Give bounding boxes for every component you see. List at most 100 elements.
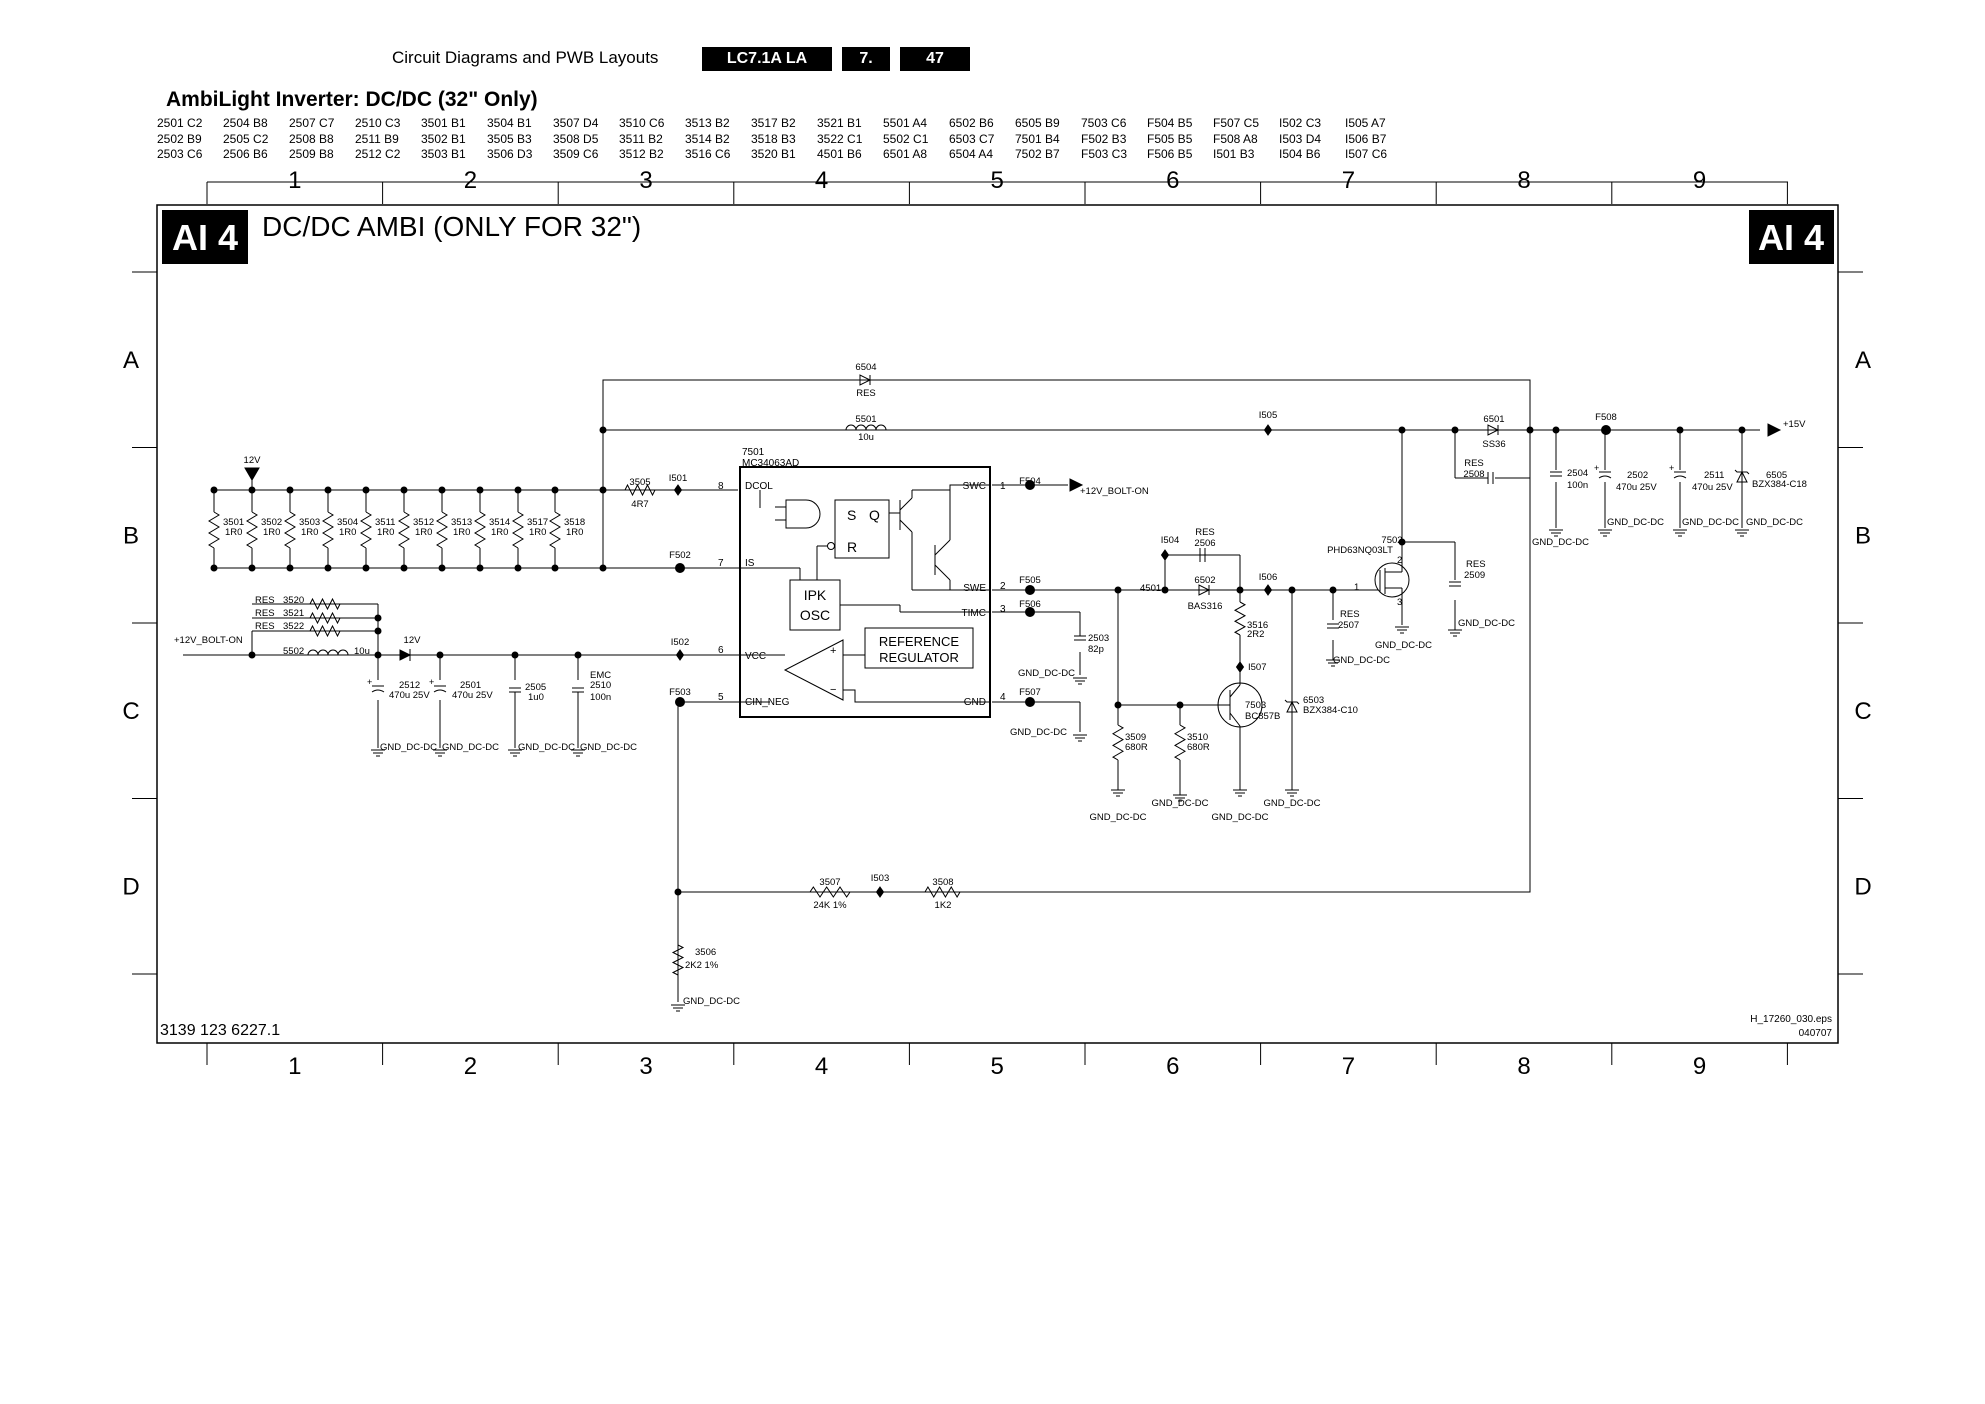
c2512-ref: 2512 xyxy=(399,680,420,691)
file-name: H_17260_030.eps xyxy=(1750,1014,1832,1025)
resistor-3507-icon xyxy=(809,886,851,898)
res2509-ref: RES xyxy=(1466,559,1486,570)
junction-dot xyxy=(1329,586,1337,594)
gnd-label-2504: GND_DC-DC xyxy=(1532,537,1589,548)
resistor-3520-icon xyxy=(309,597,341,611)
shunt-resistor-icon xyxy=(512,511,524,549)
xref-entry: I506 B7 xyxy=(1345,131,1387,146)
pin-2: 2 xyxy=(1000,581,1006,592)
shunt-ref: 3512 xyxy=(413,517,434,528)
r3509-ref: 3509 xyxy=(1125,732,1146,743)
ic-ref: 7501 xyxy=(742,447,765,458)
shunt-resistor-icon xyxy=(360,511,372,549)
shunt-value: 1R0 xyxy=(377,527,394,538)
pin-6: 6 xyxy=(718,645,724,656)
gnd-label-3506: GND_DC-DC xyxy=(683,996,740,1007)
cap-2502-icon xyxy=(1598,475,1612,479)
r3505-value: 4R7 xyxy=(631,499,648,510)
junction-dot xyxy=(599,426,607,434)
resistor-3521-icon xyxy=(309,611,341,625)
r3508-ref: 3508 xyxy=(932,877,953,888)
f507-point xyxy=(1025,697,1035,707)
latch-s: S xyxy=(847,507,856,523)
junction-dot xyxy=(1676,426,1684,434)
shunt-ref: 3513 xyxy=(451,517,472,528)
d6501-value: SS36 xyxy=(1482,439,1505,450)
gnd-label-timc: GND_DC-DC xyxy=(1018,668,1075,679)
l5502-ref: 5502 xyxy=(283,646,304,657)
d6503-value: BZX384-C10 xyxy=(1303,705,1358,716)
diode-vcc-icon xyxy=(399,649,412,661)
shunt-resistor-icon xyxy=(284,511,296,549)
q7502-value: PHD63NQ03LT xyxy=(1327,545,1393,556)
r3507-ref: 3507 xyxy=(819,877,840,888)
i503-point xyxy=(875,886,885,898)
junction-dot xyxy=(674,888,682,896)
gnd-label-3510: GND_DC-DC xyxy=(1152,798,1209,809)
shunt-resistor-icon xyxy=(398,511,410,549)
q7502-ref: 7502 xyxy=(1381,535,1402,546)
c2501-ref: 2501 xyxy=(460,680,481,691)
resistor-3506-icon xyxy=(671,944,685,976)
osc-label-1: IPK xyxy=(804,587,827,603)
res3521-value: 3521 xyxy=(283,608,304,619)
xref-entry: 2508 B8 xyxy=(289,131,334,146)
xref-entry: I505 A7 xyxy=(1345,116,1386,130)
c2505-value: 1u0 xyxy=(528,692,544,703)
c2510-ref: EMC xyxy=(590,670,611,681)
grid-column-label: 8 xyxy=(1517,167,1530,194)
shunt-resistor-icon xyxy=(436,511,448,549)
c2505-ref: 2505 xyxy=(525,682,546,693)
xref-entry: 3506 D3 xyxy=(487,147,533,161)
pin-dcol: DCOL xyxy=(745,481,773,492)
grid-column-label: 3 xyxy=(639,1053,652,1080)
badge-right-label: AI 4 xyxy=(1758,217,1824,258)
shunt-resistor-icon xyxy=(208,511,220,549)
xref-entry: 3503 B1 xyxy=(421,147,466,161)
xref-entry: F502 B3 xyxy=(1081,131,1127,146)
xref-entry: 3522 C1 xyxy=(817,131,863,146)
gnd-label-2501: GND_DC-DC xyxy=(442,742,499,753)
r3509-value: 680R xyxy=(1125,742,1148,753)
pin-7: 7 xyxy=(718,558,724,569)
gnd-label-2512: GND_DC-DC xyxy=(380,742,437,753)
junction-dot xyxy=(1114,586,1122,594)
xref-entry: 3501 B1 xyxy=(421,116,466,130)
ic-7501 xyxy=(735,466,991,718)
shunt-ref: 3503 xyxy=(299,517,320,528)
grid-column-label: 2 xyxy=(464,167,477,194)
i505-label: I505 xyxy=(1259,410,1278,421)
zener-6503-icon xyxy=(1286,700,1298,713)
c2511-value: 470u 25V xyxy=(1692,482,1733,493)
input-arrow-icon xyxy=(1069,478,1084,492)
bolt-on-label-left: +12V_BOLT-ON xyxy=(174,635,243,646)
grid-row-label: C xyxy=(122,698,139,725)
c2501-value: 470u 25V xyxy=(452,690,493,701)
junction-dot xyxy=(374,651,382,659)
xref-entry: 3505 B3 xyxy=(487,131,532,146)
l5501-ref: 5501 xyxy=(855,414,876,425)
f502-point xyxy=(675,563,685,573)
xref-entry: 7501 B4 xyxy=(1015,131,1060,146)
diagram-title: DC/DC AMBI (ONLY FOR 32") xyxy=(262,211,641,242)
junction-dot xyxy=(374,627,382,635)
r3508-value: 1K2 xyxy=(935,900,952,911)
res3522-value: 3522 xyxy=(283,621,304,632)
gnd-label-icgnd: GND_DC-DC xyxy=(1010,727,1067,738)
pin-is: IS xyxy=(745,558,755,569)
junction-dot xyxy=(1176,701,1184,709)
q7502-pin3: 3 xyxy=(1397,597,1402,608)
res3520-value: 3520 xyxy=(283,595,304,606)
shunt-ref: 3511 xyxy=(375,517,395,528)
v12-label-vcc: 12V xyxy=(404,635,422,646)
grid-column-label: 6 xyxy=(1166,1053,1179,1080)
v15-label: +15V xyxy=(1783,419,1806,430)
grid-column-label: 5 xyxy=(991,167,1004,194)
zener-6503-icon xyxy=(1284,699,1300,705)
